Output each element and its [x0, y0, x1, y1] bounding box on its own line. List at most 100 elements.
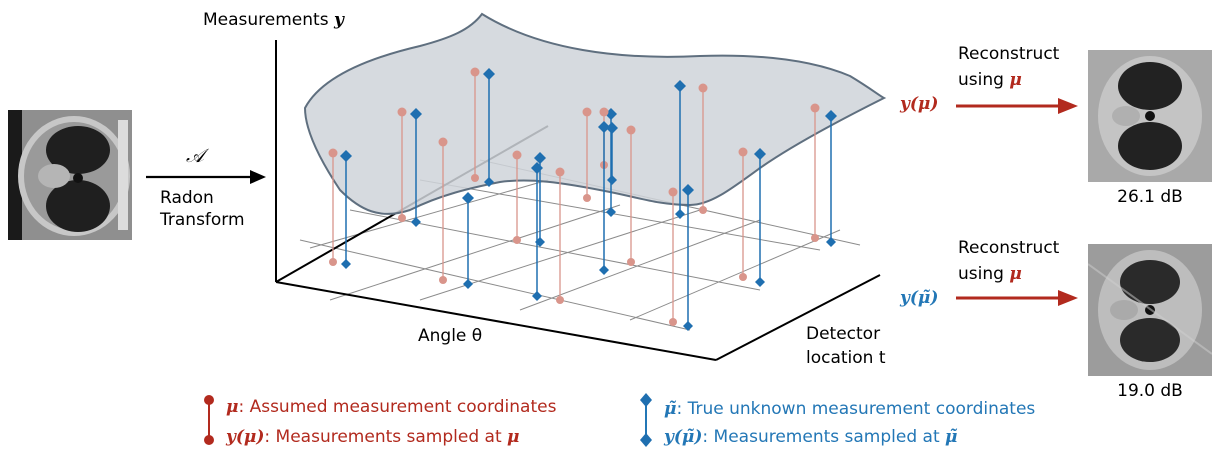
- assumed-base-point: [739, 273, 747, 281]
- true-base-point: [606, 207, 616, 217]
- legend-blue-line2: y(μ̃): Measurements sampled at μ̃: [664, 427, 957, 447]
- assumed-base-point: [513, 236, 521, 244]
- measurement-surface: [303, 12, 887, 215]
- true-base-point: [484, 177, 494, 187]
- legend-red-line2-symbol: y(μ): [226, 427, 265, 447]
- assumed-measurement-point: [626, 125, 636, 135]
- branch1-input-label: y(μ): [900, 94, 939, 114]
- marker-circle-icon: [204, 435, 214, 445]
- branch1-text-line1: Reconstruct: [958, 44, 1060, 64]
- y-axis-label-symbol: y: [333, 10, 344, 30]
- legend-blue-line2-symbol: y(μ̃): [664, 427, 703, 447]
- true-measurement-point: [531, 162, 543, 174]
- assumed-measurement-point: [512, 150, 522, 160]
- assumed-measurement-point: [582, 107, 592, 117]
- assumed-measurement-point: [470, 67, 480, 77]
- grid-line: [329, 204, 621, 301]
- y-axis-label-text: Measurements: [203, 10, 329, 30]
- branch2-text-line2: using μ: [958, 264, 1022, 284]
- true-base-point: [341, 259, 351, 269]
- assumed-base-point: [398, 214, 406, 222]
- assumed-measurement-point: [555, 167, 565, 177]
- floor-edge-line: [715, 274, 881, 361]
- legend-red-line1-symbol: μ: [226, 397, 239, 417]
- true-measurement-point: [340, 150, 352, 162]
- t-axis-label-line1: Detector: [806, 324, 881, 344]
- ct-scan-image: [1088, 244, 1212, 376]
- assumed-base-point: [439, 276, 447, 284]
- assumed-measurement-point: [810, 103, 820, 113]
- true-base-point: [532, 291, 542, 301]
- true-base-point: [411, 217, 421, 227]
- ct-scan-image: [8, 110, 132, 240]
- ct-scan-input: [8, 110, 132, 240]
- legend-red-line1: μ: Assumed measurement coordinates: [226, 397, 556, 417]
- assumed-base-point: [329, 258, 337, 266]
- ct-scan-reconstruction-1: [1088, 50, 1212, 182]
- legend-red-line2: y(μ): Measurements sampled at μ: [226, 427, 519, 447]
- assumed-measurement-point: [668, 187, 678, 197]
- true-measurement-point: [410, 108, 422, 120]
- branch2-input-label: y(μ̃): [900, 288, 939, 308]
- assumed-base-point: [583, 194, 591, 202]
- true-measurement-point: [682, 184, 694, 196]
- true-base-point: [675, 209, 685, 219]
- true-measurement-point: [754, 148, 766, 160]
- operator-symbol: 𝒜: [186, 145, 204, 167]
- assumed-measurement-point: [438, 137, 448, 147]
- assumed-measurement-point: [328, 148, 338, 158]
- true-base-point: [599, 265, 609, 275]
- branch1-arrow-icon: [956, 98, 1078, 114]
- assumed-base-point: [669, 318, 677, 326]
- true-base-point: [607, 175, 617, 185]
- ct-scan-image: [1088, 50, 1212, 182]
- legend-blue-line2-tail: μ̃: [945, 427, 958, 447]
- assumed-measurement-point: [738, 147, 748, 157]
- marker-circle-icon: [204, 395, 214, 405]
- radon-label-line2: Transform: [160, 210, 245, 230]
- legend-red-line2-tail: μ: [507, 427, 520, 447]
- marker-diamond-icon: [640, 433, 652, 447]
- arrow-right-icon: [146, 170, 266, 184]
- legend-red-line2-text: : Measurements sampled at: [264, 427, 508, 447]
- true-base-point: [463, 279, 473, 289]
- branch1-text-line2-symbol: μ: [1009, 70, 1022, 90]
- legend-blue-marker: [640, 393, 652, 447]
- true-measurement-point: [606, 122, 618, 134]
- grid-line: [299, 239, 691, 331]
- true-base-point: [683, 321, 693, 331]
- branch2-text-line2-prefix: using: [958, 264, 1004, 284]
- grid-line: [629, 229, 841, 321]
- assumed-base-point: [699, 206, 707, 214]
- x-axis-label: Angle θ: [418, 326, 483, 346]
- assumed-base-point: [471, 174, 479, 182]
- branch2-text-line2-symbol: μ: [1009, 264, 1022, 284]
- true-measurement-point: [462, 192, 474, 204]
- grid-line: [309, 179, 549, 249]
- assumed-base-point: [556, 296, 564, 304]
- radon-label-line1: Radon: [160, 188, 214, 208]
- branch1-text-line2-prefix: using: [958, 70, 1004, 90]
- true-measurement-point: [483, 68, 495, 80]
- branch2-arrow-icon: [956, 290, 1078, 306]
- branch1-quality: 26.1 dB: [1117, 187, 1183, 207]
- assumed-base-point: [627, 258, 635, 266]
- true-base-point: [826, 237, 836, 247]
- branch2-quality: 19.0 dB: [1117, 381, 1183, 401]
- legend-blue-line1-text: : True unknown measurement coordinates: [676, 399, 1036, 419]
- true-measurement-point: [598, 121, 610, 133]
- assumed-measurement-point: [599, 107, 609, 117]
- legend-blue-line1: μ̃: True unknown measurement coordinates: [664, 399, 1035, 419]
- assumed-measurement-point: [397, 107, 407, 117]
- grid-line: [419, 179, 821, 251]
- ct-scan-reconstruction-2: [1088, 244, 1212, 376]
- assumed-measurement-point: [698, 83, 708, 93]
- legend-red-marker: [204, 395, 214, 445]
- t-axis-label-line2: location t: [806, 348, 886, 368]
- legend-red-line1-text: : Assumed measurement coordinates: [238, 397, 557, 417]
- true-base-point: [755, 277, 765, 287]
- true-measurement-point: [534, 152, 546, 164]
- assumed-base-point: [811, 234, 819, 242]
- legend-blue-line1-symbol: μ̃: [664, 399, 677, 419]
